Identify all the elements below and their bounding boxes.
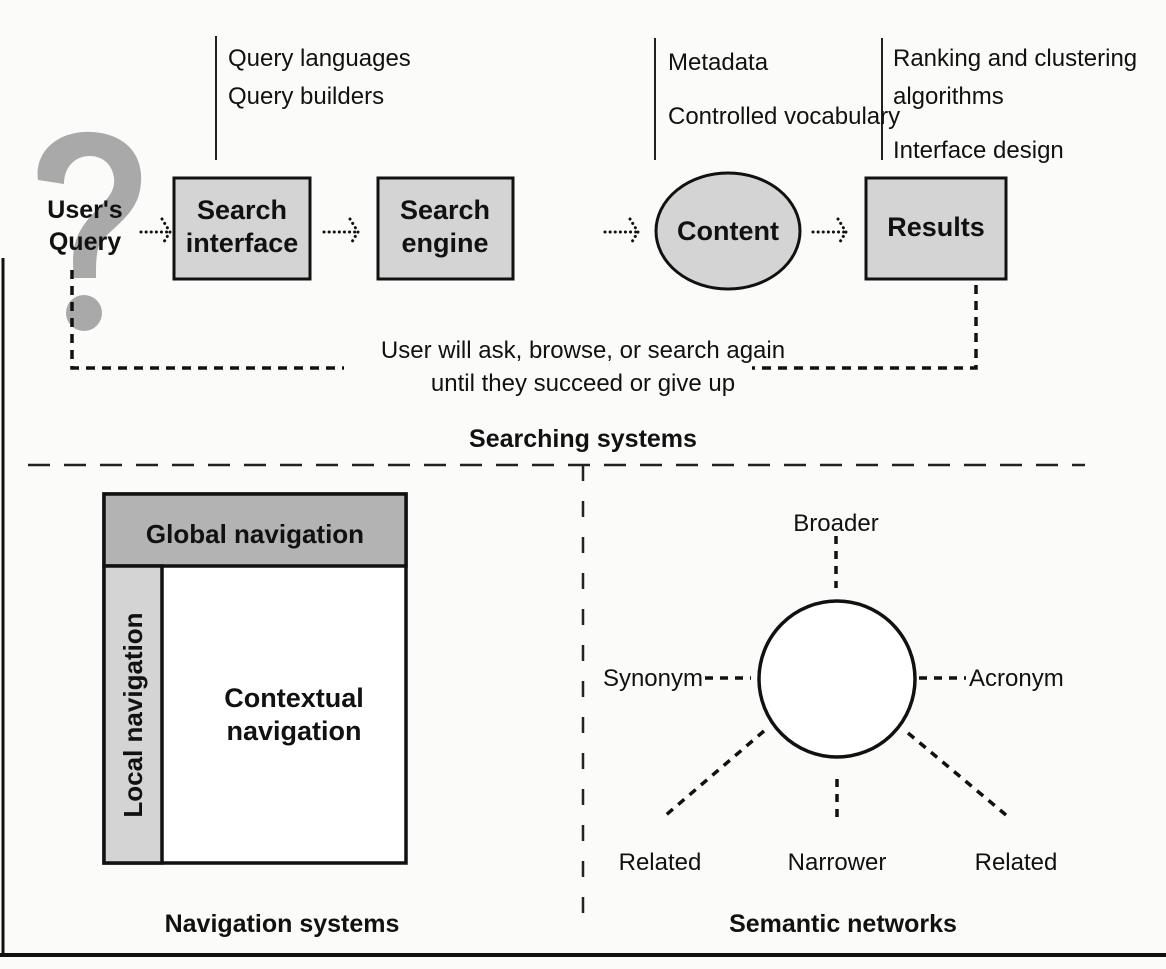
navigation-systems-section: Global navigation Local navigation Conte… bbox=[102, 492, 408, 938]
contextual-navigation-line1: Contextual bbox=[224, 683, 364, 713]
section-title-navigation-systems: Navigation systems bbox=[165, 910, 400, 938]
annotation-ranking-clustering: Ranking and clustering bbox=[893, 45, 1137, 72]
annotation-controlled-vocabulary: Controlled vocabulary bbox=[668, 103, 900, 130]
link-related-right bbox=[906, 731, 1008, 817]
user-query-label-line2: Query bbox=[49, 228, 121, 256]
node-content-label: Content bbox=[677, 216, 779, 246]
annotation-algorithms: algorithms bbox=[893, 83, 1004, 110]
semantic-networks-section: Broader Synonym Acronym Related Narrower… bbox=[603, 510, 1064, 938]
local-navigation-bar bbox=[102, 564, 164, 865]
relation-synonym: Synonym bbox=[603, 665, 703, 692]
global-navigation-bar bbox=[102, 492, 408, 568]
relation-acronym: Acronym bbox=[969, 665, 1064, 692]
arrow-query-to-interface bbox=[139, 217, 172, 247]
node-results: Results bbox=[864, 176, 1008, 281]
global-navigation-label: Global navigation bbox=[146, 519, 364, 549]
feedback-loop-text-line2: until they succeed or give up bbox=[431, 370, 735, 397]
contextual-navigation-line2: navigation bbox=[226, 716, 361, 746]
annotation-query-builders: Query builders bbox=[228, 83, 384, 110]
arrow-content-to-results bbox=[811, 217, 848, 247]
user-query-label-line1: User's bbox=[47, 196, 122, 224]
relation-related-left: Related bbox=[619, 849, 702, 876]
feedback-loop-text-line1: User will ask, browse, or search again bbox=[381, 337, 785, 364]
section-title-semantic-networks: Semantic networks bbox=[729, 910, 957, 938]
annotation-query-languages: Query languages bbox=[228, 45, 411, 72]
node-search-engine-line1: Search bbox=[400, 195, 490, 225]
annotation-metadata: Metadata bbox=[668, 49, 769, 76]
relation-broader: Broader bbox=[793, 510, 878, 537]
link-related-left bbox=[664, 729, 766, 817]
node-results-label: Results bbox=[887, 212, 985, 242]
local-navigation-label: Local navigation bbox=[118, 612, 148, 817]
question-mark-icon bbox=[37, 131, 142, 331]
section-title-searching-systems: Searching systems bbox=[469, 425, 697, 453]
node-search-interface-line2: interface bbox=[186, 228, 299, 258]
relation-narrower: Narrower bbox=[788, 849, 887, 876]
node-content: Content bbox=[654, 171, 802, 291]
node-search-interface-line1: Search bbox=[197, 195, 287, 225]
feedback-loop-lines bbox=[70, 270, 978, 370]
node-search-engine-line2: engine bbox=[401, 228, 488, 258]
node-search-engine: Search engine bbox=[376, 176, 515, 281]
arrow-engine-to-content bbox=[603, 217, 640, 247]
central-term-circle bbox=[757, 599, 917, 759]
annotation-interface-design: Interface design bbox=[893, 137, 1064, 164]
node-search-interface: Search interface bbox=[172, 176, 312, 281]
relation-related-right: Related bbox=[975, 849, 1058, 876]
searching-systems-section: User's Query Query languages Query build… bbox=[37, 36, 1137, 453]
arrow-interface-to-engine bbox=[322, 217, 360, 247]
